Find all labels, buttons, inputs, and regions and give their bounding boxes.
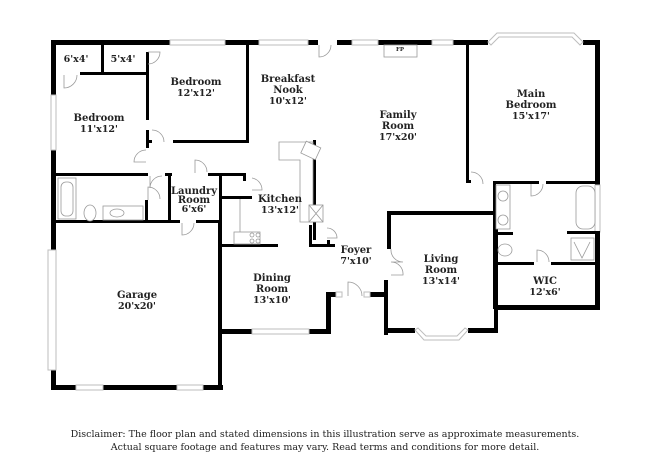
room-dims: 12'x12'	[177, 88, 215, 99]
closet-5x4-label: 5'x4'	[110, 54, 136, 65]
room-name: Room	[255, 284, 289, 295]
room-name: Dining	[253, 273, 291, 284]
room-name: Main	[516, 89, 546, 100]
living-room-label: Living Room 13'x14'	[422, 254, 460, 287]
fireplace-label: FP	[395, 47, 405, 53]
room-dims: 13'x10'	[253, 295, 291, 306]
doors	[63, 44, 550, 297]
bedroom-11x12-label: Bedroom 11'x12'	[74, 113, 125, 135]
bedroom-12x12-label: Bedroom 12'x12'	[171, 77, 222, 99]
room-dims: 6'x6'	[181, 204, 207, 215]
room-dims: 13'x12'	[261, 205, 299, 216]
foyer-label: Foyer 7'x10'	[340, 245, 371, 267]
room-name: Family	[379, 110, 417, 121]
room-name: Room	[177, 195, 211, 206]
room-name: WIC	[533, 276, 557, 287]
kitchen-label: Kitchen 13'x12'	[258, 194, 302, 216]
room-name: Bedroom	[170, 77, 222, 88]
room-dims: 7'x10'	[340, 256, 372, 267]
main-bedroom-label: Main Bedroom 15'x17'	[506, 89, 557, 122]
room-name: Bedroom	[505, 100, 557, 111]
laundry-room-label: Laundry Room 6'x6'	[170, 186, 218, 215]
dining-room-label: Dining Room 13'x10'	[253, 273, 291, 306]
room-dims: 13'x14'	[422, 276, 460, 287]
room-name: Bedroom	[73, 113, 125, 124]
disclaimer-line-1: Disclaimer: The floor plan and stated di…	[70, 429, 580, 440]
room-dims: 17'x20'	[379, 132, 417, 143]
garage-label: Garage 20'x20'	[117, 290, 157, 312]
room-name: Garage	[116, 290, 158, 301]
room-name: Room	[381, 121, 415, 132]
closet-6x4-label: 6'x4'	[63, 54, 89, 65]
room-name: Living	[423, 254, 459, 265]
room-dims: 12'x6'	[529, 287, 561, 298]
room-name: Foyer	[340, 245, 372, 256]
breakfast-nook-label: Breakfast Nook 10'x12'	[261, 74, 316, 107]
disclaimer: Disclaimer: The floor plan and stated di…	[0, 428, 650, 454]
room-name: Laundry	[170, 186, 218, 197]
room-dims: 10'x12'	[269, 96, 307, 107]
wic-label: WIC 12'x6'	[529, 276, 560, 298]
room-dims: 11'x12'	[80, 124, 118, 135]
room-name: Breakfast	[260, 74, 316, 85]
room-name: Kitchen	[257, 194, 303, 205]
family-room-label: Family Room 17'x20'	[379, 110, 417, 143]
disclaimer-line-2: Actual square footage and features may v…	[110, 442, 540, 453]
room-dims: 15'x17'	[512, 111, 550, 122]
interior-walls	[56, 40, 600, 309]
room-name: Room	[424, 265, 458, 276]
room-name: Nook	[273, 85, 303, 96]
windows	[47, 32, 601, 391]
fixtures	[57, 44, 596, 261]
room-dims: 20'x20'	[118, 301, 156, 312]
